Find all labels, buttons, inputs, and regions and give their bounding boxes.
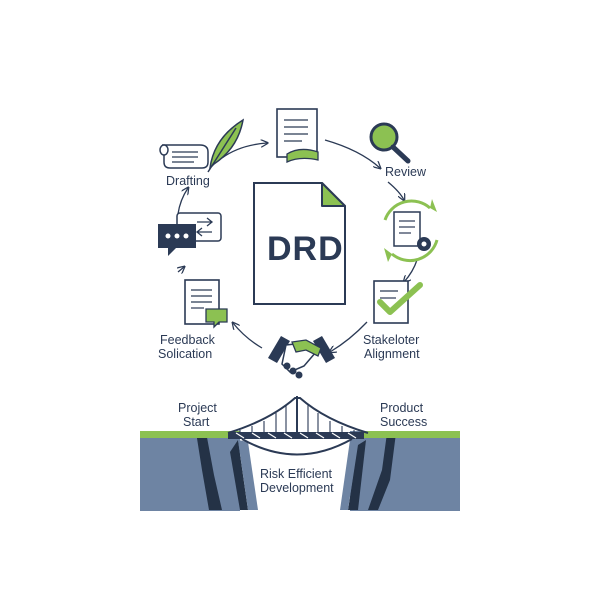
arrow-doc-to-review — [324, 139, 380, 168]
arrow-feedback-to-chat — [178, 267, 184, 272]
arrow-stakeholder-to-handshake — [330, 321, 368, 352]
arrow-review-to-sync — [387, 181, 404, 200]
label-review: Review — [385, 165, 426, 179]
checklist-document-icon — [373, 280, 423, 324]
scroll-feather-icon — [159, 118, 245, 173]
label-success: Success — [380, 415, 428, 429]
suspension-bridge — [227, 396, 369, 456]
label-product: Product — [380, 401, 424, 415]
magnifier-icon — [369, 122, 411, 164]
arrow-chat-to-drafting — [177, 188, 188, 215]
chat-bubbles-icon — [158, 212, 222, 256]
label-feedback-2: Solication — [158, 347, 213, 361]
label-stakeholder-1: Stakeloter — [363, 333, 420, 347]
label-drafting: Drafting — [166, 174, 210, 188]
label-risk-efficient: Risk Efficient — [260, 467, 333, 481]
label-development: Development — [260, 481, 334, 495]
sync-document-gear-icon — [383, 199, 439, 262]
cycle-arrows — [177, 139, 418, 352]
right-cliff — [340, 431, 460, 511]
arrow-sync-to-check — [404, 259, 418, 282]
document-title: DRD — [267, 230, 344, 268]
feedback-document-icon — [184, 279, 228, 329]
label-start: Start — [183, 415, 210, 429]
arrow-handshake-to-feedback — [233, 323, 263, 349]
label-stakeholder-2: Alignment — [364, 347, 420, 361]
label-feedback-1: Feedback — [160, 333, 215, 347]
label-project: Project — [178, 401, 217, 415]
handshake-icon — [268, 336, 335, 379]
document-scroll-icon — [276, 108, 319, 164]
left-cliff — [140, 431, 258, 511]
drd-document-icon — [253, 182, 346, 305]
